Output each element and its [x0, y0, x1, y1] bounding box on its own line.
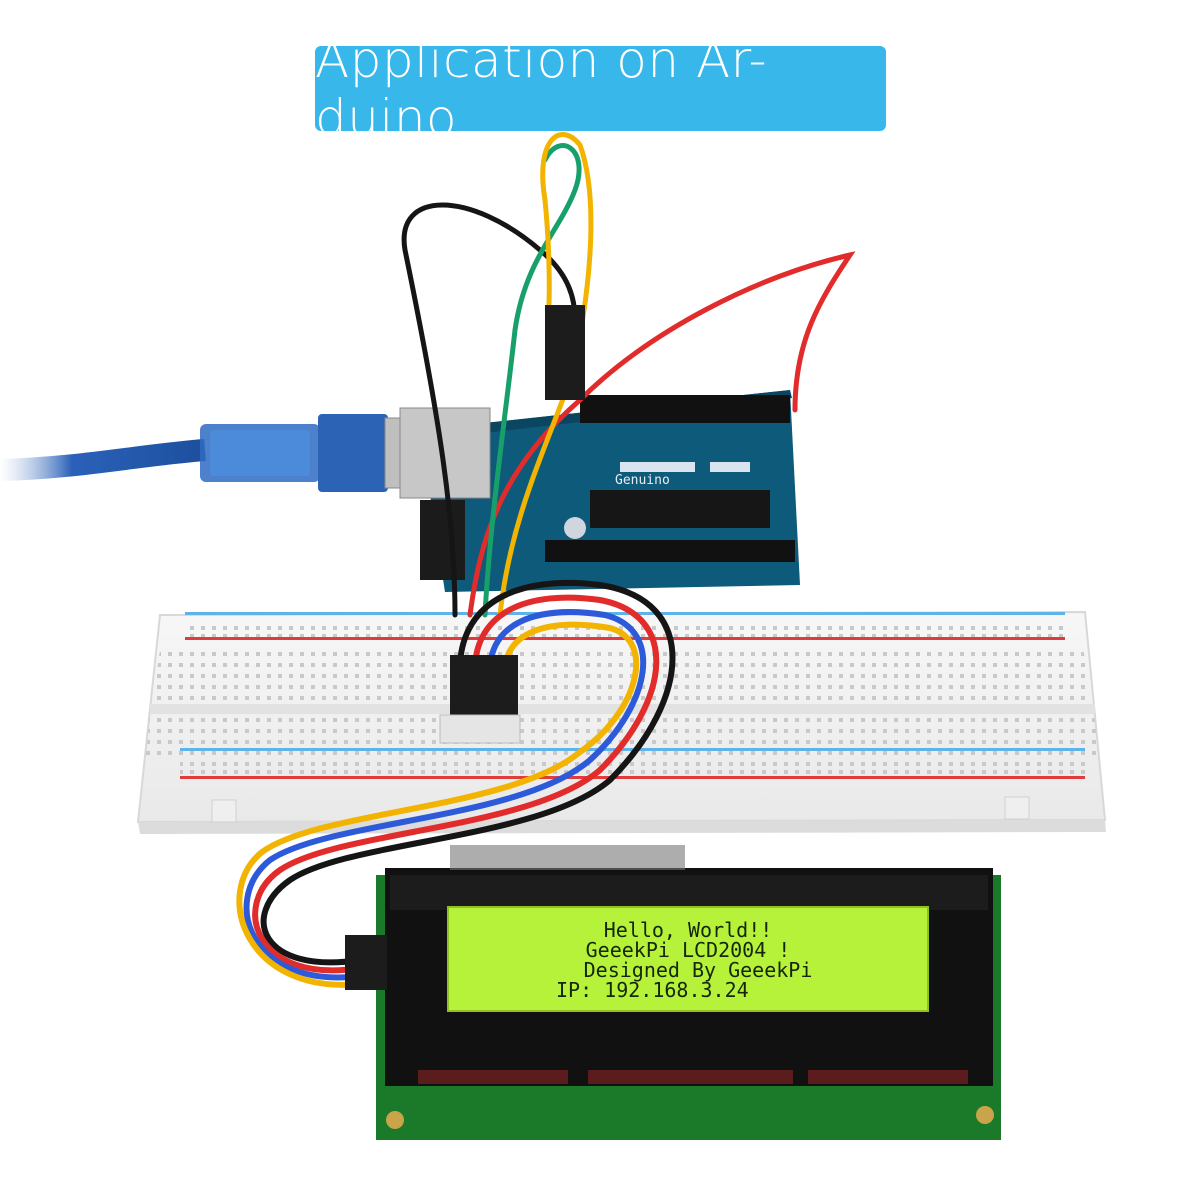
lcd-line-1: Hello, World!! [604, 918, 773, 942]
arduino-label: Genuino [615, 473, 670, 488]
banner-title: Application on Ar-duino [315, 30, 768, 147]
lcd-line-3: Designed By GeeekPi [584, 958, 813, 982]
title-banner: Application on Ar-duino [315, 31, 886, 147]
lcd-line-4: IP: 192.168.3.24 [556, 978, 749, 1002]
lcd-module: Hello, World!! GeeekPi LCD2004 ! Designe… [345, 845, 1001, 1140]
lcd-line-2: GeeekPi LCD2004 ! [586, 938, 791, 962]
lcd-screen [447, 906, 929, 1012]
arduino-board: Genuino [399, 390, 800, 592]
usb-cable [0, 414, 436, 492]
jumper-wires [236, 132, 856, 988]
